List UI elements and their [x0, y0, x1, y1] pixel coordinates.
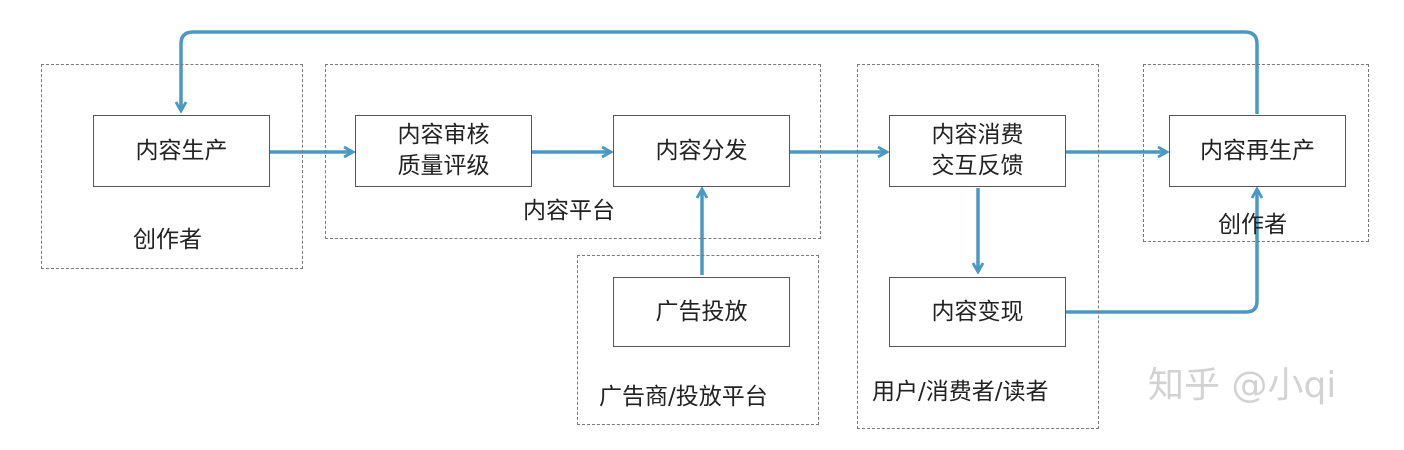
watermark: 知乎 @小qi: [1148, 365, 1337, 406]
group-creator-right: [1143, 64, 1369, 242]
node-ad-placement: 广告投放: [613, 277, 790, 347]
group-label-creator-left: 创作者: [133, 227, 202, 253]
group-label-creator-right: 创作者: [1218, 212, 1287, 238]
group-users: [857, 64, 1099, 429]
node-content-review: 内容审核 质量评级: [355, 115, 532, 187]
group-creator-left: [41, 64, 303, 269]
group-advertiser: [577, 255, 819, 425]
node-content-production: 内容生产: [93, 115, 270, 187]
arrow-monetization-to-reproduction: [1066, 190, 1257, 314]
arrow-feedback-loop: [181, 30, 1259, 114]
node-content-reproduction: 内容再生产: [1169, 115, 1346, 187]
group-label-advertiser: 广告商/投放平台: [599, 384, 768, 410]
node-content-distribution: 内容分发: [613, 115, 790, 187]
node-content-monetization: 内容变现: [889, 277, 1066, 347]
group-label-platform: 内容平台: [523, 198, 615, 224]
node-content-consumption: 内容消费 交互反馈: [889, 115, 1066, 187]
group-label-users: 用户/消费者/读者: [872, 379, 1049, 405]
group-platform: [325, 64, 821, 239]
